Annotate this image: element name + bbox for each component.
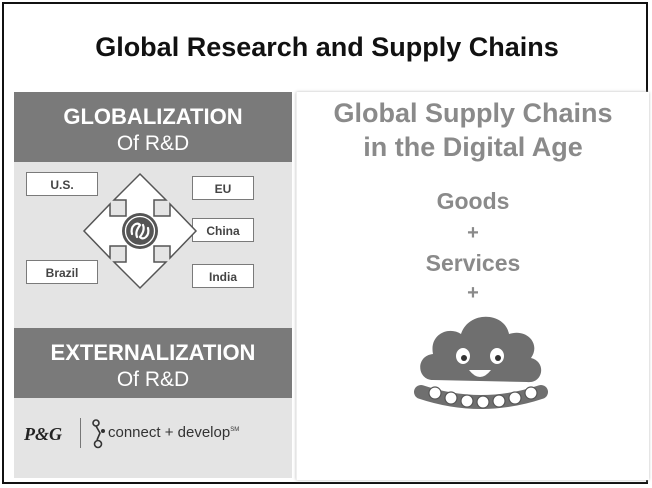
pg-logo: P&G	[24, 424, 62, 444]
globalization-subtitle: Of R&D	[116, 132, 190, 155]
logo-divider	[80, 418, 81, 448]
externalization-title: EXTERNALIZATION	[50, 340, 256, 365]
cloud-mascot-icon	[414, 316, 548, 409]
region-china: China	[192, 218, 254, 242]
ge-logo-icon	[122, 213, 158, 249]
region-india: India	[192, 264, 254, 288]
goods-label: Goods	[436, 188, 510, 214]
service-mark: SM	[230, 427, 240, 433]
region-us: U.S.	[26, 172, 98, 196]
plus-2: +	[467, 282, 479, 304]
services-label: Services	[425, 250, 521, 276]
plus-1: +	[467, 222, 479, 244]
externalization-subtitle: Of R&D	[116, 368, 190, 391]
region-eu: EU	[192, 176, 254, 200]
connect-develop-text: connect + developSM	[108, 424, 239, 441]
left-panel: GLOBALIZATION Of R&D U.S. EU China Brazi…	[14, 92, 292, 478]
connect-develop-label: connect + develop	[108, 424, 231, 441]
globalization-band: GLOBALIZATION Of R&D	[14, 92, 292, 162]
connect-develop-icon	[92, 419, 105, 449]
right-panel: Global Supply Chains in the Digital Age …	[296, 92, 649, 480]
region-brazil: Brazil	[26, 260, 98, 284]
externalization-band: EXTERNALIZATION Of R&D	[14, 328, 292, 398]
slide-title: Global Research and Supply Chains	[95, 32, 559, 62]
globalization-title: GLOBALIZATION	[63, 104, 243, 129]
right-title-line2: in the Digital Age	[363, 132, 583, 162]
right-title-line1: Global Supply Chains	[333, 98, 613, 128]
